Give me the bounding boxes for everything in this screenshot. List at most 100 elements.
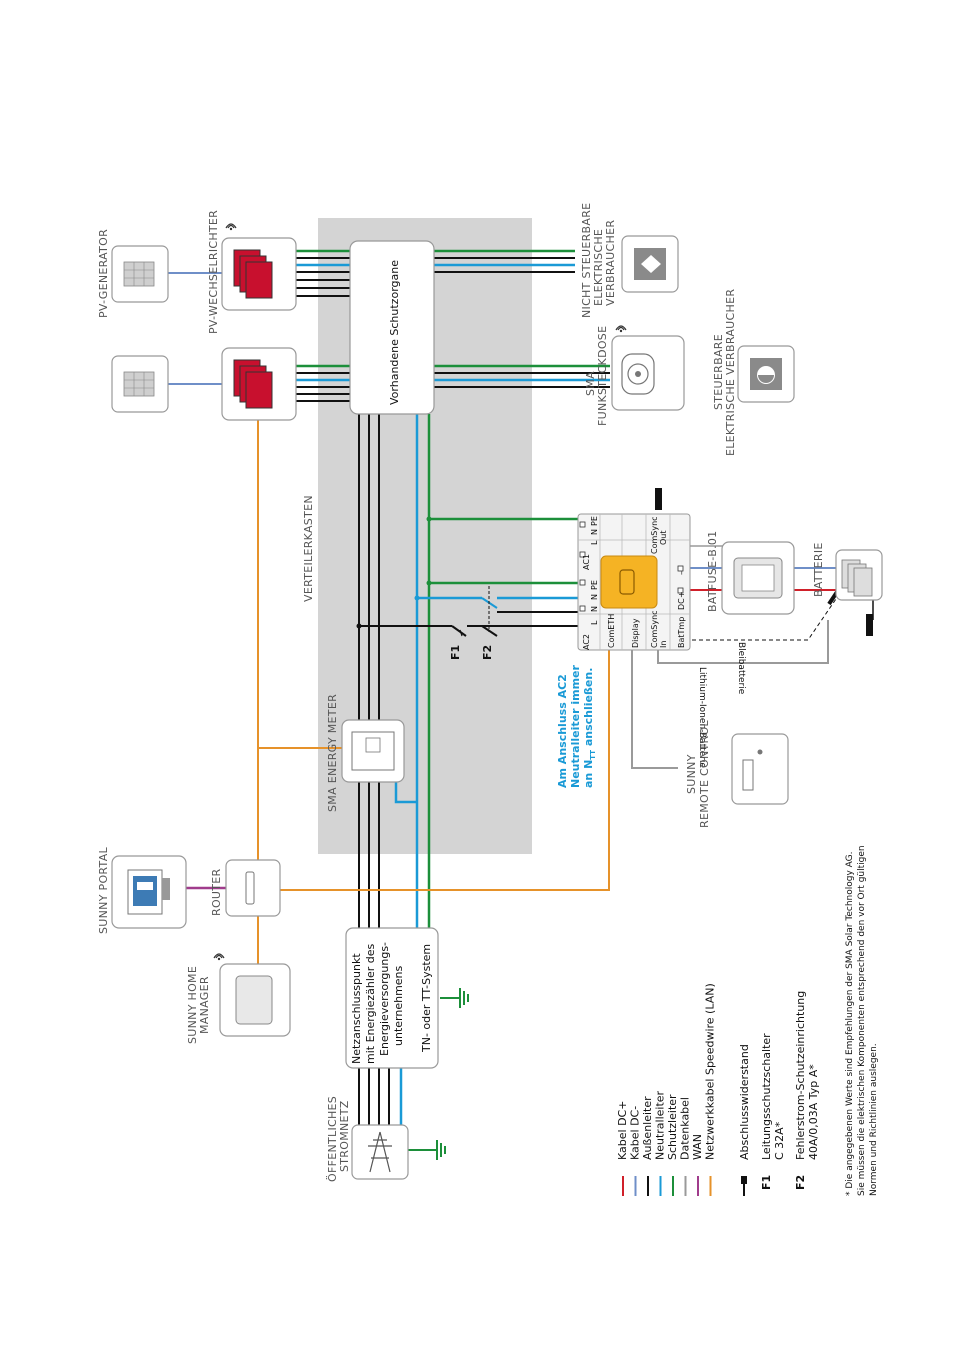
port-dc-label: DC — [677, 598, 686, 610]
protection-devices-box — [349, 240, 435, 415]
f2-rcd-switch — [481, 586, 498, 637]
port-ac2-pe: PE — [590, 580, 599, 590]
grid-point-line-5: TN- oder TT-System — [420, 944, 433, 1053]
port-ac2-ntt: N — [590, 594, 599, 600]
port-comsync-in-1: ComSync — [650, 610, 659, 648]
battery-box — [835, 549, 883, 601]
energy-meter-label: SMA ENERGY METER — [326, 694, 339, 812]
batfuse-box — [721, 541, 795, 615]
legend-entry: Kabel DC+ — [616, 1101, 629, 1160]
grid-connection-box — [345, 927, 439, 1069]
grid-label-1: ÖFFENTLICHES — [326, 1096, 339, 1182]
ground-symbol-grid — [408, 1140, 446, 1160]
lan-network-cables — [257, 420, 610, 965]
sma-plug-label-2: FUNKSTECKDOSE — [596, 326, 609, 426]
remote-label-2: REMOTE CONTROL — [698, 720, 711, 828]
legend-f1-line-1: Leitungsschutzschalter — [760, 1033, 773, 1160]
legend-f2-key: F2 — [794, 1175, 807, 1190]
legend-entry: Außenleiter — [641, 1096, 654, 1160]
sunny-portal-device — [111, 855, 187, 929]
home-manager-label-1: SUNNY HOME — [186, 966, 199, 1044]
wifi-icon — [213, 953, 225, 961]
wifi-icon — [615, 325, 627, 333]
lithium-battery-label: Lithium-Ionen-Batterie — [697, 667, 707, 768]
port-comsync-in-2: In — [659, 641, 668, 648]
top-inverter-ac-wires — [296, 249, 575, 297]
port-ac1-n: N — [590, 529, 599, 535]
port-comsync-out-2: Out — [659, 530, 668, 545]
port-ac1-label: AC1 — [582, 554, 591, 570]
port-dc-minus: – — [677, 571, 686, 575]
grid-point-line-4: unternehmens — [392, 965, 405, 1046]
port-cometh: ComETH — [607, 614, 616, 648]
remote-label-1: SUNNY — [685, 754, 698, 794]
protection-label: Vorhandene Schutzorgane — [388, 260, 401, 405]
f1-circuit-breaker — [451, 625, 467, 637]
controllable-label-2: ELEKTRISCHE VERBRAUCHER — [724, 289, 737, 456]
cabinet-label: VERTEILERKASTEN — [302, 495, 315, 602]
port-dc-plus: + — [677, 591, 686, 598]
port-ac2-l: L — [590, 620, 599, 625]
legend-entry: Netzwerkkabel Speedwire (LAN) — [704, 983, 717, 1160]
pv-inverter-bottom — [221, 347, 297, 421]
port-comsync-out-1: ComSync — [650, 516, 659, 554]
home-manager-label-2: MANAGER — [198, 976, 211, 1034]
legend-f1-line-2: C 32A* — [773, 1121, 786, 1160]
controllable-label-1: STEUERBARE — [712, 334, 725, 410]
legend-terminator-text: Abschlusswiderstand — [738, 1044, 751, 1160]
grid-point-line-2: mit Energiezähler des — [364, 944, 377, 1064]
wifi-icon — [225, 223, 237, 231]
non-controllable-label-3: VERBRAUCHER — [604, 220, 617, 306]
ac2-note-3b: anschließen. — [582, 668, 595, 750]
main-vertical-conductors — [358, 414, 431, 928]
f1-label: F1 — [449, 645, 462, 660]
terminator-battery — [866, 614, 873, 636]
port-ac1-l: L — [590, 540, 599, 545]
pv-inverter-label: PV-WECHSELRICHTER — [207, 210, 220, 334]
battery-label: BATTERIE — [812, 542, 825, 597]
legend-terminator-block — [741, 1176, 747, 1184]
home-manager-device — [219, 963, 291, 1037]
sma-radio-plug — [611, 335, 685, 411]
legend-f2-line-2: 40A/0,03A Typ A* — [807, 1064, 820, 1160]
footnote-line-2: Sie müssen die elektrischen Komponenten … — [857, 845, 867, 1196]
ac2-note-3-sub: TT — [589, 750, 597, 760]
port-battmp: BatTmp — [677, 617, 686, 648]
second-inverter-ac-wires — [296, 364, 610, 402]
port-ac1-pe: PE — [590, 516, 599, 526]
non-controllable-label-2: ELEKTRISCHE — [592, 229, 605, 306]
remote-control-device — [731, 733, 789, 805]
lead-battery-label: Bleibatterie — [736, 642, 746, 695]
portal-label: SUNNY PORTAL — [97, 846, 110, 934]
pv-generator-bottom — [111, 355, 169, 413]
ac2-note-3a: an N — [582, 760, 595, 788]
public-grid-device — [351, 1124, 409, 1180]
pv-generator-label: PV-GENERATOR — [97, 229, 110, 318]
legend-entry: Neutralleiter — [654, 1090, 667, 1160]
legend-entry: Kabel DC- — [629, 1106, 642, 1160]
footnote-line-1: * Die angegebenen Werte sind Empfehlunge… — [845, 852, 855, 1196]
grid-point-line-3: Energieversorgungs- — [378, 942, 391, 1056]
batfuse-label: BATFUSE-B.01 — [706, 531, 719, 612]
legend-f1-key: F1 — [760, 1175, 773, 1190]
port-ac2-label: AC2 — [582, 634, 591, 650]
battery-inverter — [577, 513, 691, 651]
ac2-note-line-1: Am Anschluss AC2 — [556, 674, 569, 788]
non-controllable-loads-icon — [621, 235, 679, 293]
port-ac2-n: N — [590, 606, 599, 612]
ac2-note-line-2: Neutralleiter immer — [569, 664, 582, 788]
controllable-loads-icon — [737, 345, 795, 403]
legend-entry: WAN — [691, 1134, 704, 1160]
grid-label-2: STROMNETZ — [338, 1100, 351, 1172]
sma-plug-label-1: SMA — [584, 371, 597, 396]
legend-entry: Datenkabel — [679, 1097, 692, 1160]
terminator-comsync-out — [655, 488, 662, 510]
footnote-line-3: Normen und Richtlinien auslegen. — [869, 1043, 879, 1196]
non-controllable-label-1: NICHT STEUERBARE — [580, 203, 593, 318]
island-ac-wires — [356, 516, 578, 629]
pv-inverter-top — [221, 237, 297, 311]
grid-feed-wires — [358, 1068, 403, 1125]
f2-label: F2 — [481, 645, 494, 660]
grid-point-line-1: Netzanschlusspunkt — [350, 953, 363, 1064]
